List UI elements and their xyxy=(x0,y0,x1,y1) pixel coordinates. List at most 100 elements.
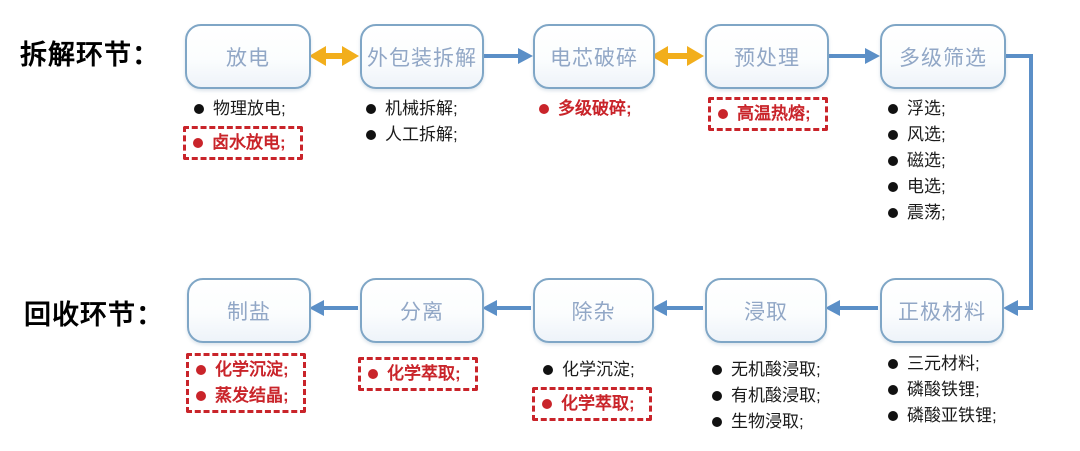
bullet-icon xyxy=(888,385,898,395)
bullet-list-discharge: 物理放电; 卤水放电; xyxy=(183,99,303,160)
bullet-icon xyxy=(368,369,378,379)
bullet-icon xyxy=(712,417,722,427)
node-impurity-removal: 除杂 xyxy=(533,278,654,343)
row-label-disassembly: 拆解环节： xyxy=(20,40,160,70)
flow-arrow-left-icon xyxy=(309,300,358,316)
bullet-text: 风选; xyxy=(907,125,946,144)
bullet-list-leaching: 无机酸浸取; 有机酸浸取; 生物浸取; xyxy=(712,360,821,432)
node-salt-production: 制盐 xyxy=(187,278,311,343)
bullet-group: 机械拆解; 人工拆解; xyxy=(366,99,458,145)
bullet-icon xyxy=(366,104,376,114)
bullet-icon xyxy=(888,359,898,369)
highlight-dashed-box: 化学沉淀; 蒸发结晶; xyxy=(186,353,306,413)
bullet-icon xyxy=(196,365,206,375)
node-title: 电芯破碎 xyxy=(550,46,638,70)
node-leaching: 浸取 xyxy=(705,278,827,343)
bullet-item: 磷酸铁锂; xyxy=(888,380,997,400)
bullet-item: 蒸发结晶; xyxy=(196,386,289,406)
bullet-icon xyxy=(712,391,722,401)
highlight-dashed-box: 化学萃取; xyxy=(532,387,652,421)
bullet-icon xyxy=(543,365,553,375)
flow-arrow-left-icon xyxy=(652,300,703,316)
node-multistage-screening: 多级筛选 xyxy=(880,24,1006,89)
bullet-text: 磁选; xyxy=(907,151,946,170)
node-packaging-disassembly: 外包装拆解 xyxy=(360,24,484,89)
bullet-list-cathode: 三元材料; 磷酸铁锂; 磷酸亚铁锂; xyxy=(888,354,997,426)
bullet-item: 多级破碎; xyxy=(539,99,632,119)
bullet-text: 高温热熔; xyxy=(737,104,811,123)
bullet-item: 生物浸取; xyxy=(712,412,821,432)
highlight-dashed-box: 卤水放电; xyxy=(183,126,303,160)
bullet-text: 磷酸铁锂; xyxy=(907,380,980,399)
bullet-text: 机械拆解; xyxy=(385,99,458,118)
bullet-text: 生物浸取; xyxy=(731,412,804,431)
bullet-icon xyxy=(712,365,722,375)
bullet-group: 浮选; 风选; 磁选; 电选; 震荡; xyxy=(888,99,946,223)
bullet-group: 物理放电; xyxy=(194,99,286,119)
bullet-item: 化学萃取; xyxy=(368,364,461,384)
bullet-icon xyxy=(542,399,552,409)
bullet-item: 磁选; xyxy=(888,151,946,171)
node-cathode-material: 正极材料 xyxy=(880,278,1004,343)
node-pretreatment: 预处理 xyxy=(705,24,829,89)
bullet-list-salt: 化学沉淀; 蒸发结晶; xyxy=(186,353,306,413)
bullet-item: 物理放电; xyxy=(194,99,286,119)
bullet-text: 蒸发结晶; xyxy=(215,386,289,405)
bullet-item: 高温热熔; xyxy=(718,104,811,124)
bullet-text: 有机酸浸取; xyxy=(731,386,821,405)
bullet-icon xyxy=(194,104,204,114)
bullet-item: 机械拆解; xyxy=(366,99,458,119)
bullet-list-impurity: 化学沉淀; 化学萃取; xyxy=(532,360,652,421)
bullet-icon xyxy=(718,109,728,119)
node-title: 制盐 xyxy=(227,300,271,324)
elbow-connector-arrow xyxy=(1002,54,1033,316)
bullet-list-separation: 化学萃取; xyxy=(358,357,478,391)
bullet-icon xyxy=(888,182,898,192)
bullet-item: 电选; xyxy=(888,177,946,197)
bullet-item: 化学沉淀; xyxy=(196,360,289,380)
bullet-group: 多级破碎; xyxy=(539,99,632,119)
node-separation: 分离 xyxy=(360,278,484,343)
bullet-item: 化学萃取; xyxy=(542,394,635,414)
bullet-text: 人工拆解; xyxy=(385,125,458,144)
bullet-text: 物理放电; xyxy=(213,99,286,118)
bullet-icon xyxy=(888,208,898,218)
highlight-dashed-box: 化学萃取; xyxy=(358,357,478,391)
bullet-text: 电选; xyxy=(907,177,946,196)
bullet-icon xyxy=(539,104,549,114)
bullet-group: 三元材料; 磷酸铁锂; 磷酸亚铁锂; xyxy=(888,354,997,426)
bullet-icon xyxy=(888,130,898,140)
bullet-text: 化学沉淀; xyxy=(215,360,289,379)
bullet-item: 无机酸浸取; xyxy=(712,360,821,380)
bullet-icon xyxy=(193,138,203,148)
bullet-icon xyxy=(888,104,898,114)
node-title: 除杂 xyxy=(571,300,616,324)
double-arrow-icon xyxy=(309,46,359,66)
bullet-text: 卤水放电; xyxy=(212,133,286,152)
bullet-item: 震荡; xyxy=(888,203,946,223)
bullet-text: 化学沉淀; xyxy=(562,360,635,379)
bullet-item: 磷酸亚铁锂; xyxy=(888,406,997,426)
bullet-item: 卤水放电; xyxy=(193,133,286,153)
bullet-icon xyxy=(196,391,206,401)
node-title: 外包装拆解 xyxy=(367,46,477,70)
bullet-item: 浮选; xyxy=(888,99,946,119)
node-title: 多级筛选 xyxy=(899,46,987,70)
node-title: 放电 xyxy=(226,46,270,70)
bullet-list-cell-crushing: 多级破碎; xyxy=(539,99,632,119)
bullet-list-pretreatment: 高温热熔; xyxy=(708,97,828,131)
bullet-item: 人工拆解; xyxy=(366,125,458,145)
bullet-list-screening: 浮选; 风选; 磁选; 电选; 震荡; xyxy=(888,99,946,223)
bullet-icon xyxy=(366,130,376,140)
flow-arrow-left-icon xyxy=(825,300,878,316)
double-arrow-icon xyxy=(651,46,704,66)
node-title: 正极材料 xyxy=(898,300,986,324)
bullet-item: 有机酸浸取; xyxy=(712,386,821,406)
bullet-text: 震荡; xyxy=(907,203,946,222)
bullet-icon xyxy=(888,156,898,166)
bullet-icon xyxy=(888,411,898,421)
bullet-list-packaging: 机械拆解; 人工拆解; xyxy=(366,99,458,145)
highlight-dashed-box: 高温热熔; xyxy=(708,97,828,131)
bullet-item: 化学沉淀; xyxy=(543,360,635,380)
